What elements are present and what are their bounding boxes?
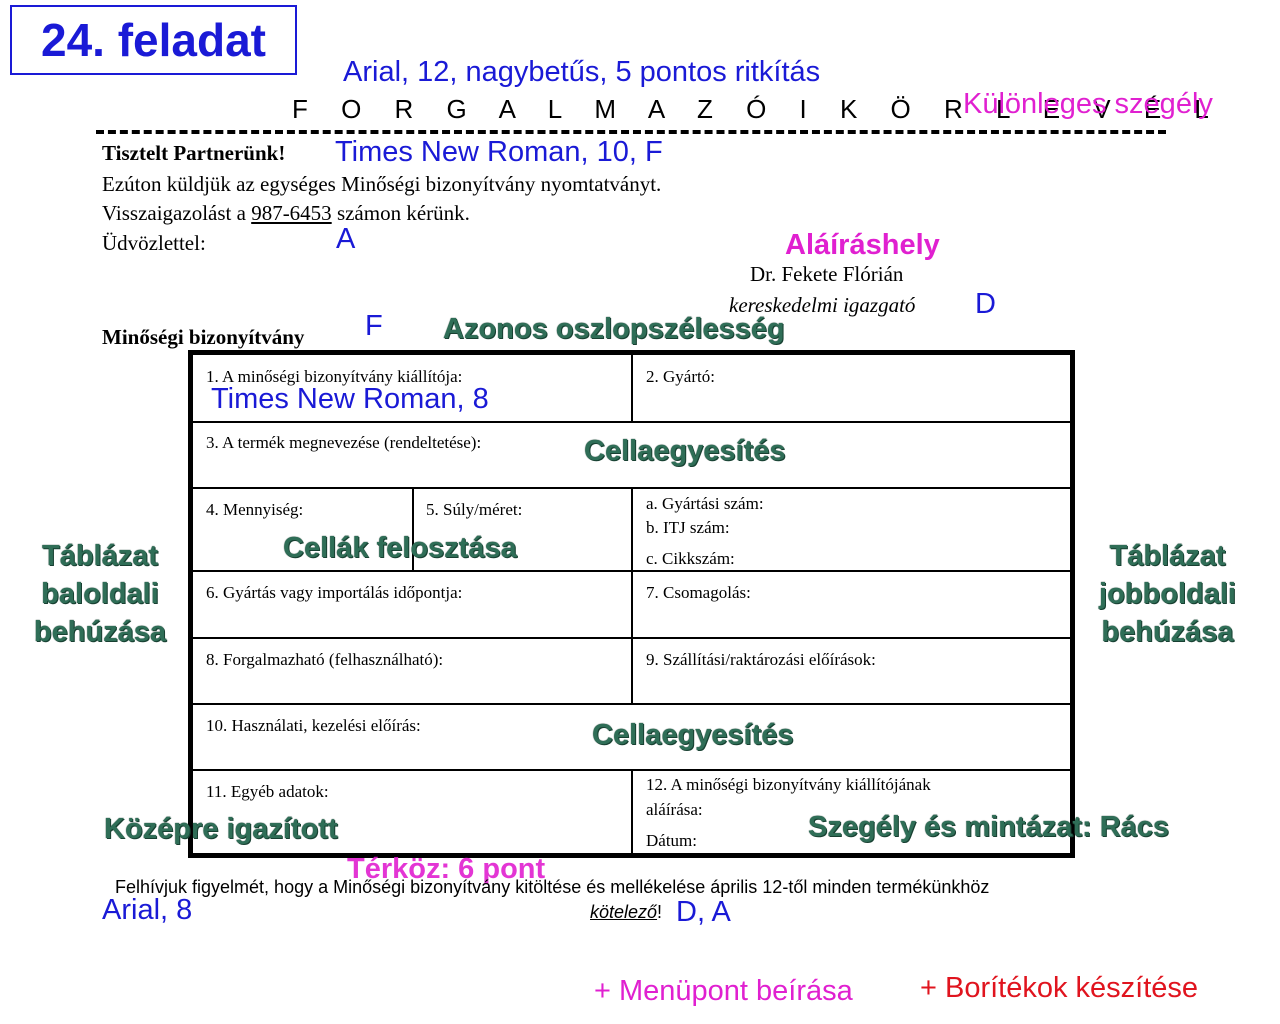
left-indent-line-1: Táblázat (41, 540, 159, 572)
cell-10: 10. Használati, kezelési előírás: (206, 716, 421, 735)
equal-column-width-annotation: Azonos oszlopszélesség (443, 313, 785, 345)
cell-1: 1. A minőségi bizonyítvány kiállítója: (206, 367, 463, 386)
footer-emphasis: kötelező (590, 902, 658, 922)
section-title: Minőségi bizonyítvány (102, 325, 305, 349)
signer-name: Dr. Fekete Flórián (750, 262, 904, 286)
signer-title: kereskedelmi igazgató (729, 293, 916, 317)
left-indent-line-2: baloldali (41, 578, 159, 610)
cell-8: 8. Forgalmazható (felhasználható): (206, 650, 444, 669)
right-indent-line-3: behúzása (1101, 616, 1234, 648)
cell-12-line-2: aláírása: (646, 800, 703, 819)
greeting-font-annotation: Times New Roman, 10, F (335, 136, 663, 168)
cell-7: 7. Csomagolás: (646, 583, 751, 602)
task-title: 24. feladat (10, 5, 297, 75)
cell-6: 6. Gyártás vagy importálás időpontja: (206, 583, 463, 602)
merge-cells-annotation-1: Cellaegyesítés (584, 435, 786, 467)
letter-line-2-pre: Visszaigazolást a (102, 201, 252, 225)
greeting: Tisztelt Partnerünk! (102, 141, 286, 165)
cell-a: a. Gyártási szám: (646, 494, 764, 513)
centered-annotation: Középre igazított (104, 813, 338, 845)
row-divider (193, 703, 1070, 705)
phone-number: 987-6453 (251, 201, 332, 225)
signature-place-annotation: Aláíráshely (785, 229, 940, 261)
left-indent-line-3: behúzása (33, 616, 167, 648)
border-shading-annotation: Szegély és mintázat: Rács (808, 811, 1170, 843)
letter-f-annotation: F (365, 310, 383, 342)
cell-4: 4. Mennyiség: (206, 500, 304, 519)
column-divider (631, 769, 633, 853)
letter-d-annotation: D (975, 288, 996, 320)
dashed-border-line (96, 130, 1166, 134)
footer-text: Felhívjuk figyelmét, hogy a Minőségi biz… (115, 877, 990, 897)
letter-line-2: Visszaigazolást a 987-6453 számon kérünk… (102, 201, 470, 226)
closing: Üdvözlettel: (102, 231, 206, 255)
right-indent-annotation: Táblázat jobboldali behúzása (1080, 537, 1255, 651)
letter-line-1: Ezúton küldjük az egységes Minőségi bizo… (102, 172, 662, 196)
cell-3: 3. A termék megnevezése (rendeltetése): (206, 433, 482, 452)
column-divider (631, 487, 633, 703)
footer-end: ! (657, 902, 663, 922)
cell-12-line-1: 12. A minőségi bizonyítvány kiállítójána… (646, 775, 931, 794)
cell-12-date: Dátum: (646, 831, 697, 850)
column-divider (631, 355, 633, 421)
letter-a-annotation: A (336, 223, 356, 255)
left-indent-annotation: Táblázat baloldali behúzása (20, 537, 180, 651)
menu-entry-annotation: + Menüpont beírása (594, 975, 853, 1007)
cell-11: 11. Egyéb adatok: (206, 782, 329, 801)
special-border-annotation: Különleges szegély (963, 88, 1213, 120)
cell-2: 2. Gyártó: (646, 367, 715, 386)
cell-5: 5. Súly/méret: (426, 500, 523, 519)
cell-c: c. Cikkszám: (646, 549, 735, 568)
cell-b: b. ITJ szám: (646, 518, 730, 537)
letter-title: F O R G A L M A Z Ó I K Ö R L E V É L (292, 94, 1222, 124)
row-divider (193, 421, 1070, 423)
right-indent-line-2: jobboldali (1099, 578, 1236, 610)
spacing-annotation: Térköz: 6 pont (347, 853, 546, 885)
envelopes-annotation: + Borítékok készítése (920, 972, 1199, 1004)
cell-9: 9. Szállítási/raktározási előírások: (646, 650, 876, 669)
footer-style-annotation: D, A (676, 896, 731, 928)
column-divider (412, 487, 414, 570)
split-cells-annotation: Cellák felosztása (283, 532, 517, 564)
footer-font-annotation: Arial, 8 (102, 894, 193, 926)
cell-font-annotation: Times New Roman, 8 (211, 383, 489, 415)
right-indent-line-1: Táblázat (1109, 540, 1226, 572)
letter-line-2-post: számon kérünk. (331, 201, 470, 225)
title-font-annotation: Arial, 12, nagybetűs, 5 pontos ritkítás (343, 56, 821, 88)
certificate-table: 1. A minőségi bizonyítvány kiállítója: 2… (188, 350, 1075, 858)
merge-cells-annotation-2: Cellaegyesítés (592, 719, 794, 751)
footer-emphasis-line: kötelező! (590, 902, 662, 923)
